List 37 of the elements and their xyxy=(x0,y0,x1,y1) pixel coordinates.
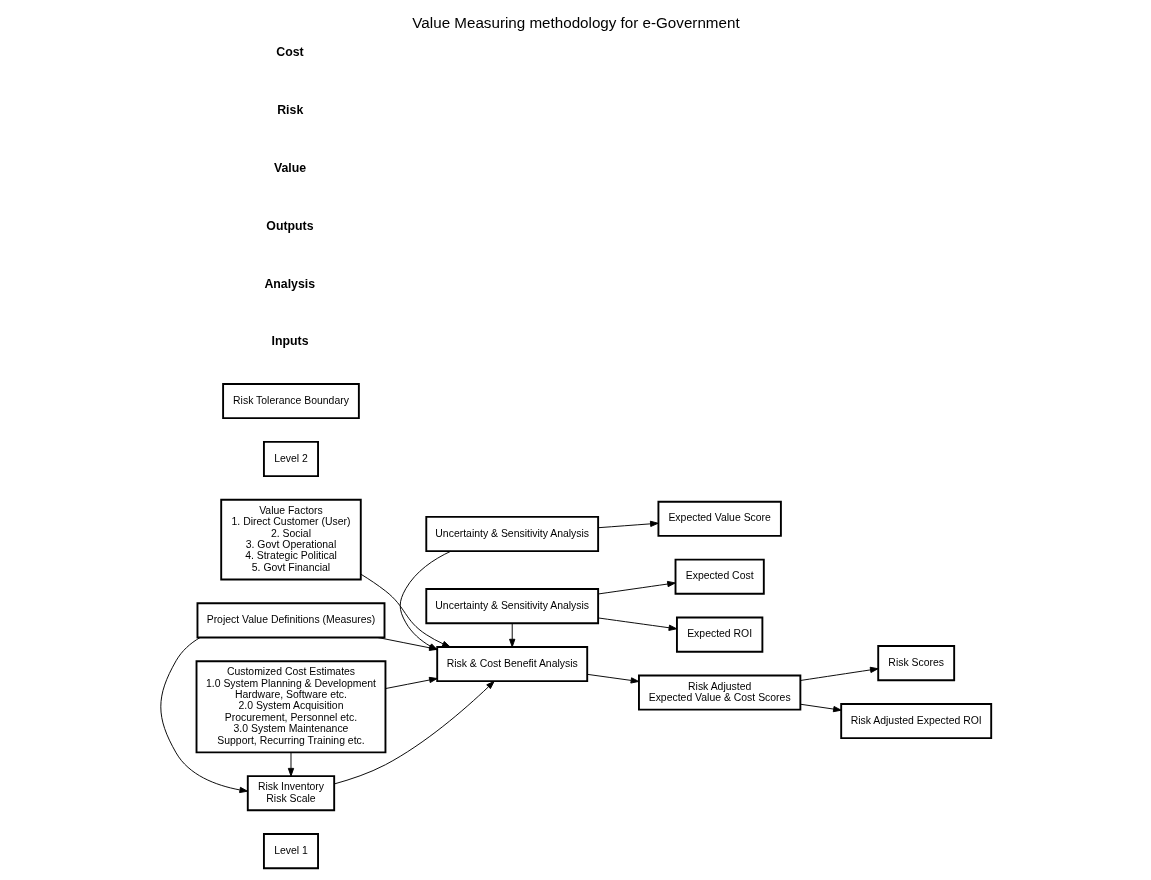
arrow xyxy=(799,703,842,713)
node-box: Risk Adjusted Expected ROI xyxy=(839,703,992,740)
arrow xyxy=(377,637,438,651)
arrow xyxy=(508,622,515,648)
node-box: Risk & Cost Benefit Analysis xyxy=(435,646,588,683)
node-box: Customized Cost Estimates 1.0 System Planning & Development Hardware, Software etc. 2.0 System Acquisition Procurement, Personnel etc. 3.0 System Maintenance Support, Recurring Training etc. xyxy=(195,660,386,754)
diagram-title: Value Measuring methodology for e-Government xyxy=(411,13,740,31)
arrow xyxy=(597,617,677,631)
node-box: Risk Adjusted Expected Value & Cost Scores xyxy=(637,674,801,711)
label: Outputs xyxy=(265,218,314,233)
arrow xyxy=(384,676,438,690)
node-box: Risk Tolerance Boundary xyxy=(221,383,360,420)
node-box: Expected Value Score xyxy=(656,500,782,537)
node-box: Level 2 xyxy=(262,440,319,478)
node-box: Expected Cost xyxy=(674,558,765,595)
node-box: Project Value Definitions (Measures) xyxy=(196,602,385,639)
label: Value xyxy=(273,160,306,175)
node-box: Value Factors 1. Direct Customer (User) 2. Social 3. Govt Operational 4. Strategic Political 5. Govt Financial xyxy=(219,498,362,581)
node-box: Uncertainty & Sensitivity Analysis xyxy=(424,588,599,625)
node-box: Level 1 xyxy=(262,833,319,870)
label: Cost xyxy=(275,44,304,59)
label: Inputs xyxy=(271,334,309,349)
node-box: Expected ROI xyxy=(675,616,763,653)
node-box: Uncertainty & Sensitivity Analysis xyxy=(424,515,599,553)
label: Analysis xyxy=(263,276,315,291)
label: Risk xyxy=(276,102,303,117)
arrow xyxy=(799,666,879,681)
arrow xyxy=(287,752,294,777)
arrow xyxy=(333,680,495,785)
arrow xyxy=(360,573,451,648)
arrow xyxy=(399,550,451,651)
arrow xyxy=(597,580,676,595)
node-box: Risk Scores xyxy=(876,645,955,682)
arrow xyxy=(597,520,659,529)
node-box: Risk Inventory Risk Scale xyxy=(246,775,335,812)
arrow xyxy=(159,637,248,794)
arrow xyxy=(586,673,639,684)
